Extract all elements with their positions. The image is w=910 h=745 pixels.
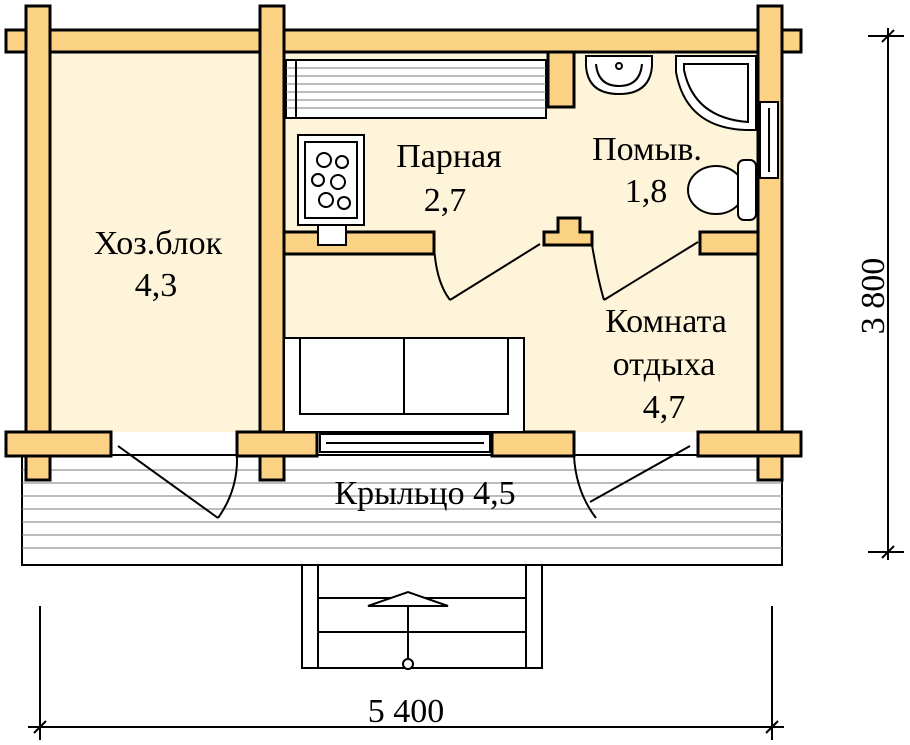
- door-utility: [117, 445, 239, 519]
- steam-room-area: 2,7: [424, 182, 467, 219]
- toilet-icon: [687, 159, 757, 221]
- porch-label: Крыльцо 4,5: [334, 475, 515, 512]
- wash-room-name: Помыв.: [592, 131, 702, 168]
- rest-room-area: 4,7: [643, 389, 686, 426]
- stove-icon: [297, 134, 365, 246]
- door-rest-left: [573, 455, 597, 519]
- depth-dimension-label: 3 800: [855, 258, 892, 335]
- porch-deck: [21, 454, 783, 566]
- width-dimension-label: 5 400: [368, 693, 445, 730]
- sofa-icon: [283, 337, 525, 433]
- utility-room-name: Хоз.блок: [94, 225, 223, 262]
- shower-tray-icon: [675, 55, 757, 131]
- steam-shelves: [285, 59, 547, 119]
- door-rest-right: [589, 445, 691, 503]
- door-wash: [591, 241, 699, 301]
- porch-steps: [301, 564, 543, 670]
- rest-room-name-line2: отдыха: [613, 346, 716, 383]
- sink-icon: [585, 55, 653, 96]
- steam-room-name: Парная: [396, 138, 502, 175]
- wash-room-area: 1,8: [625, 173, 668, 210]
- rest-room-name-line1: Комната: [605, 303, 727, 340]
- door-steam: [433, 243, 541, 301]
- window-front: [319, 433, 491, 453]
- dimension-depth: [868, 28, 904, 560]
- utility-floor: [50, 52, 260, 432]
- dimension-width: [28, 606, 784, 740]
- window-side: [759, 101, 779, 179]
- utility-room-area: 4,3: [135, 267, 178, 304]
